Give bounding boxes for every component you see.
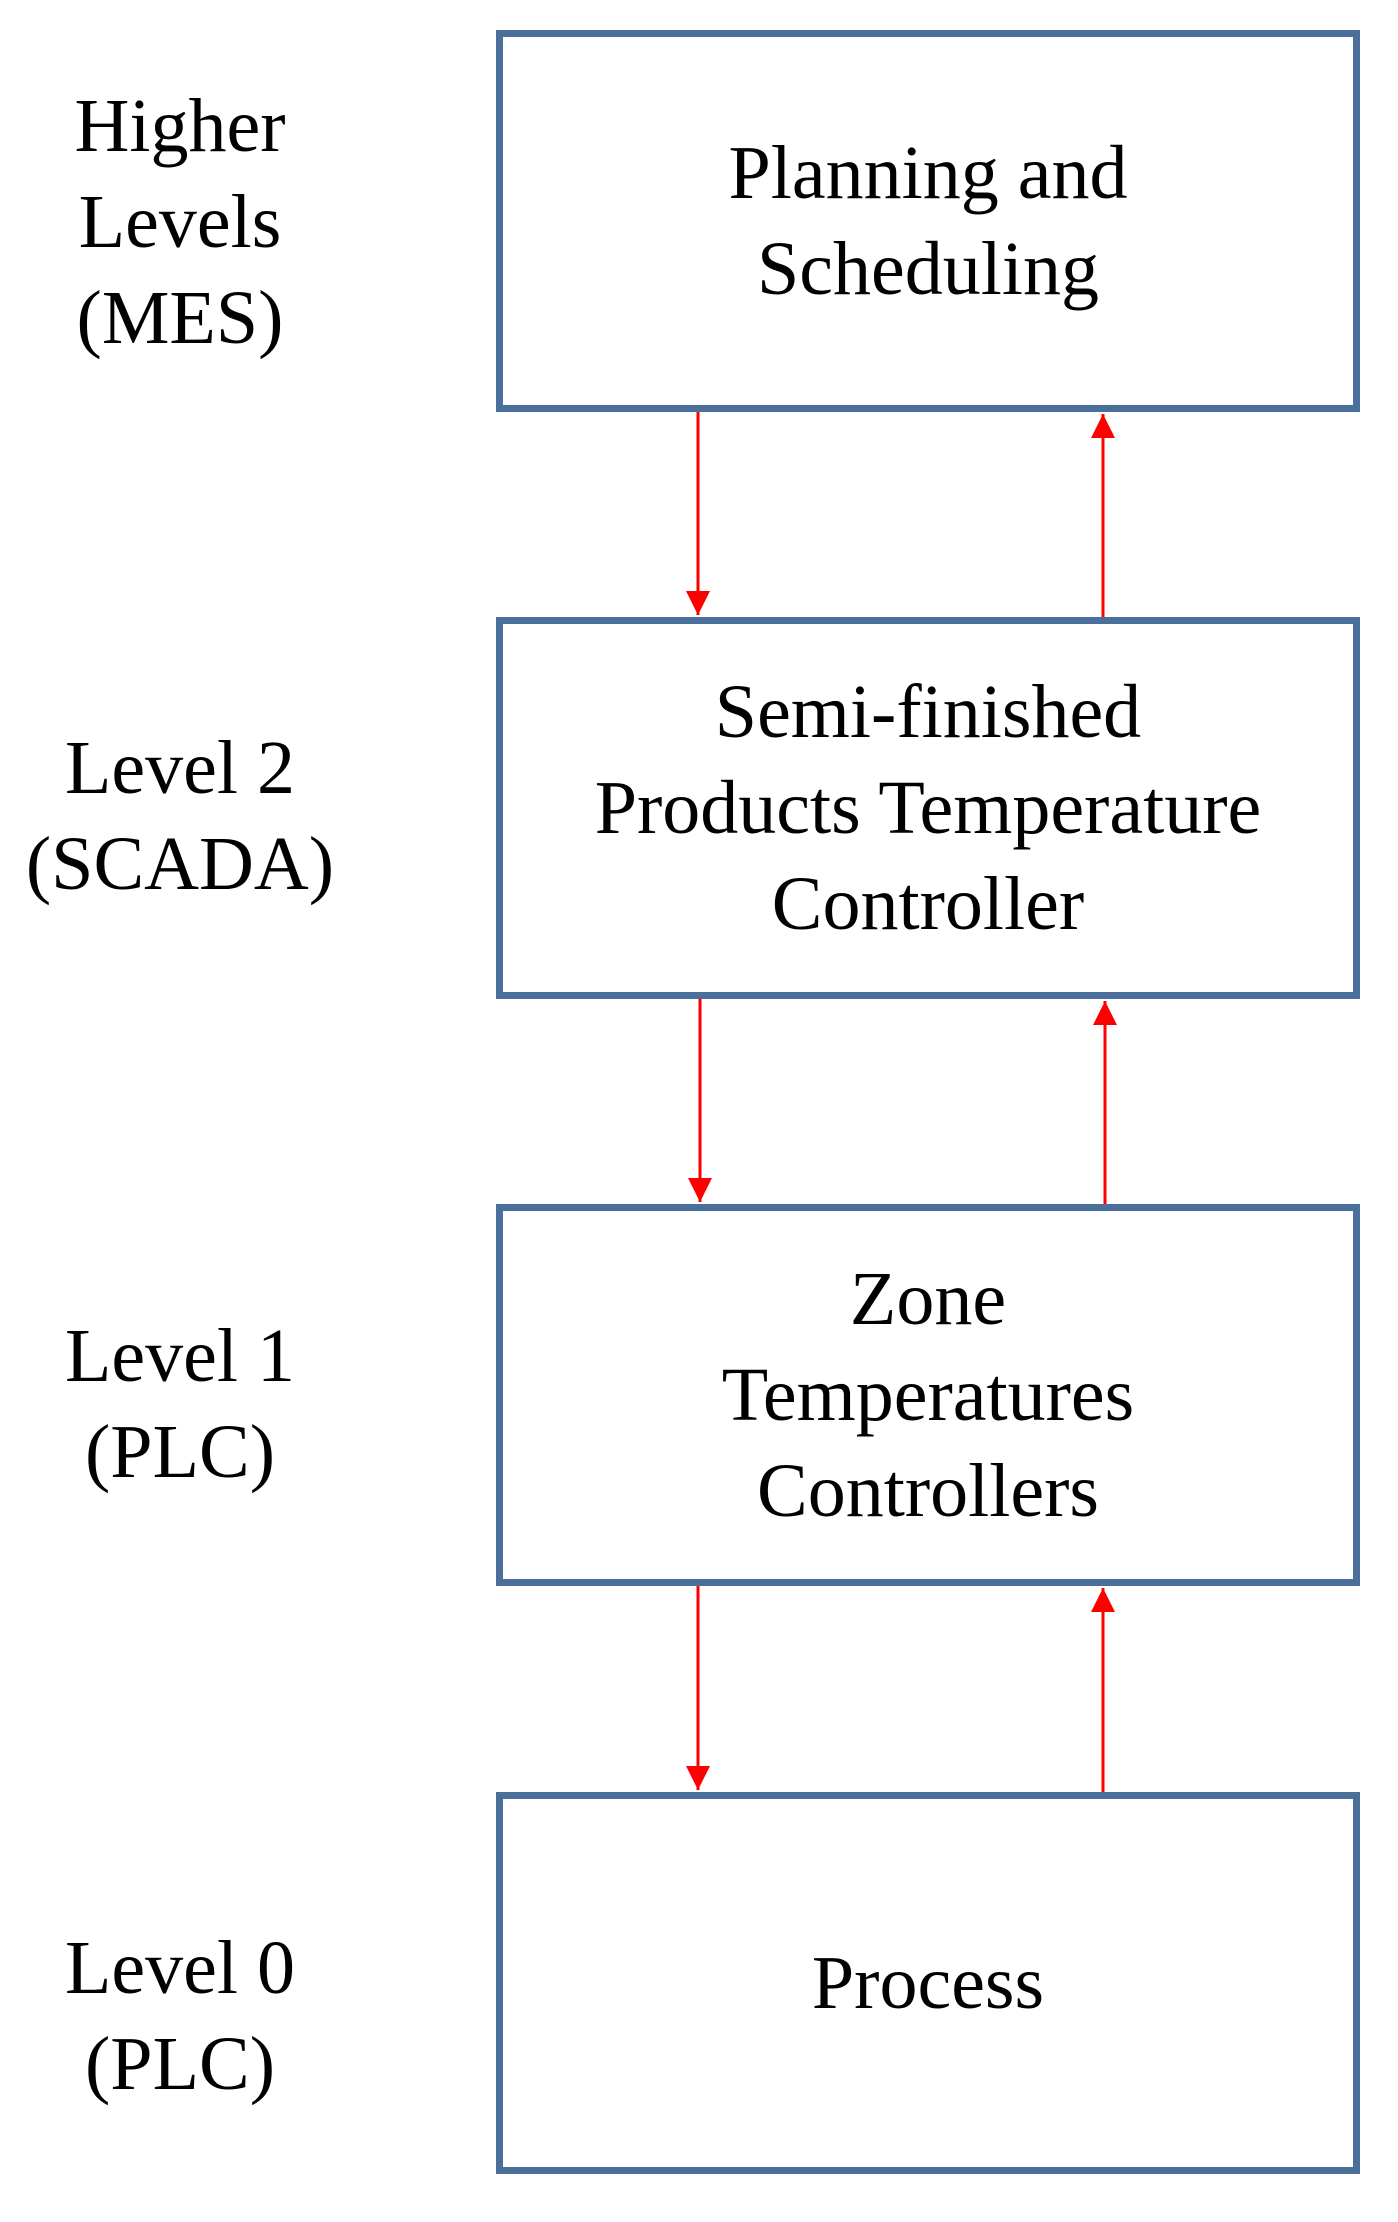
down-arrowhead — [686, 591, 710, 615]
level-label-line: Levels — [78, 180, 282, 264]
temperature-controller-box: Semi-finished Products Temperature Contr… — [496, 617, 1360, 999]
process-box: Process — [496, 1792, 1360, 2174]
zone-controllers-box: Zone Temperatures Controllers — [496, 1204, 1360, 1586]
level-label-plc-0: Level 0 (PLC) — [0, 1920, 360, 2112]
level-label-line: (PLC) — [85, 2022, 275, 2106]
box-text-line: Zone — [849, 1257, 1007, 1341]
box-text-line: Semi-finished — [714, 670, 1142, 754]
box-text-line: Temperatures — [721, 1353, 1135, 1437]
up-arrowhead — [1093, 1001, 1117, 1025]
level-label-line: (PLC) — [85, 1410, 275, 1494]
level-label-line: (SCADA) — [25, 822, 335, 906]
level-label-mes: Higher Levels (MES) — [0, 78, 360, 366]
box-text-line: Planning and — [728, 131, 1128, 215]
box-text-line: Products Temperature — [594, 766, 1262, 850]
box-text-line: Process — [811, 1941, 1045, 2025]
level-label-scada: Level 2 (SCADA) — [0, 720, 360, 912]
up-arrowhead — [1091, 1588, 1115, 1612]
level-label-line: Higher — [74, 84, 286, 168]
down-arrowhead — [688, 1178, 712, 1202]
level-label-line: Level 0 — [64, 1926, 295, 2010]
up-arrowhead — [1091, 414, 1115, 438]
box-text-line: Controller — [771, 862, 1085, 946]
level-label-line: Level 1 — [64, 1314, 295, 1398]
level-label-line: Level 2 — [64, 726, 295, 810]
planning-scheduling-box: Planning and Scheduling — [496, 30, 1360, 412]
level-label-line: (MES) — [76, 276, 284, 360]
down-arrowhead — [686, 1766, 710, 1790]
box-text-line: Scheduling — [757, 227, 1099, 311]
level-label-plc-1: Level 1 (PLC) — [0, 1308, 360, 1500]
box-text-line: Controllers — [757, 1449, 1099, 1533]
